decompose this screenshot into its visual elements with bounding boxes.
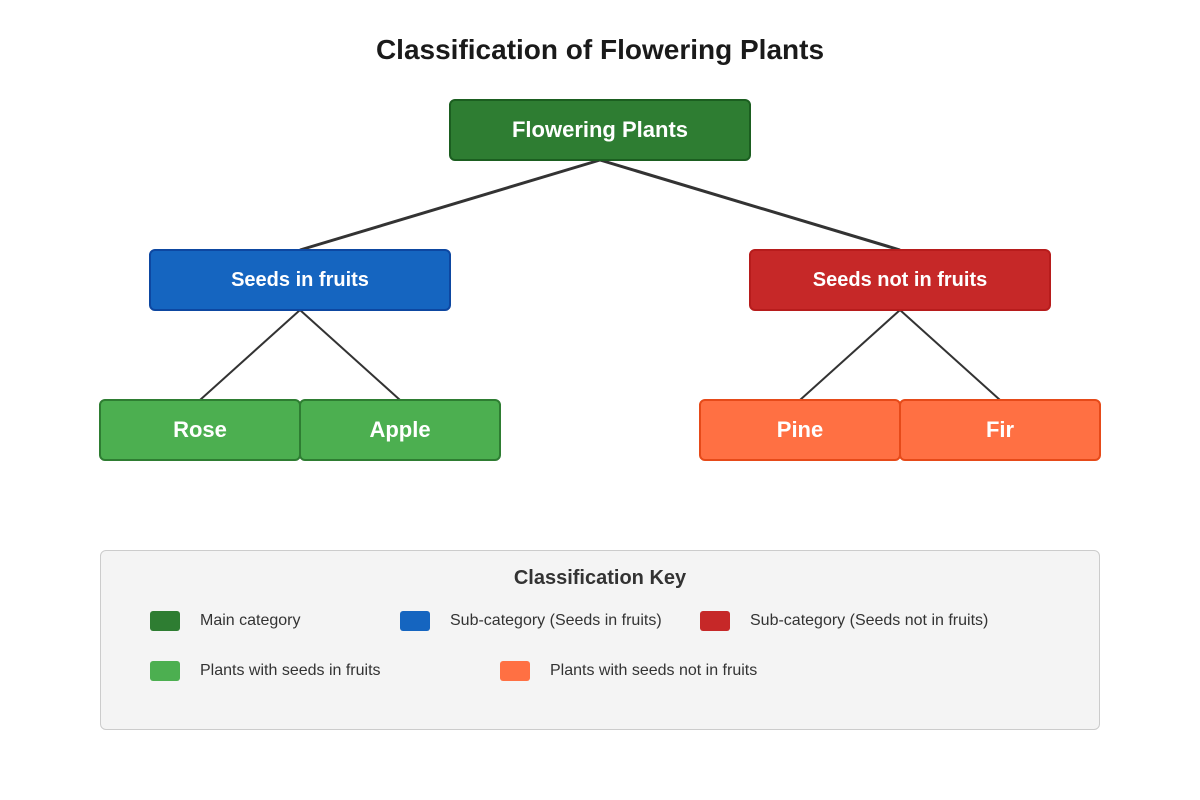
node-label: Rose <box>173 417 227 442</box>
connector-seeds-in-fruits-to-rose <box>199 309 301 401</box>
legend-title: Classification Key <box>513 567 687 589</box>
connector-root-to-seeds-in-fruits <box>299 158 601 252</box>
legend-item-main-category: Main category <box>150 611 301 631</box>
legend-item-sub-seeds-in-fruits: Sub-category (Seeds in fruits) <box>400 611 662 631</box>
node-label: Seeds in fruits <box>231 268 369 291</box>
node-pine: Pine <box>699 399 901 461</box>
legend-label: Main category <box>200 612 301 629</box>
legend-swatch <box>150 611 180 631</box>
node-seeds-not-in-fruits: Seeds not in fruits <box>749 249 1051 311</box>
legend-swatch <box>150 661 180 681</box>
diagram-title: Classification of Flowering Plants <box>375 34 825 65</box>
legend-item-plants-seeds-not-in-fruits: Plants with seeds not in fruits <box>500 661 757 681</box>
legend-swatch <box>700 611 730 631</box>
node-label: Flowering Plants <box>511 117 689 142</box>
legend-label: Plants with seeds not in fruits <box>550 662 758 679</box>
node-label: Pine <box>776 417 824 442</box>
connector-root-to-seeds-not-in-fruits <box>599 158 901 252</box>
node-label: Seeds not in fruits <box>812 268 988 291</box>
connector-seeds-not-in-fruits-to-pine <box>799 309 901 401</box>
classification-key: Classification Key Main category Sub-cat… <box>100 550 1100 730</box>
legend-swatch <box>400 611 430 631</box>
node-flowering-plants: Flowering Plants <box>449 99 751 161</box>
legend-item-plants-seeds-in-fruits: Plants with seeds in fruits <box>150 661 381 681</box>
connector-seeds-in-fruits-to-apple <box>299 309 401 401</box>
legend-label: Sub-category (Seeds not in fruits) <box>750 612 989 629</box>
node-label: Fir <box>985 417 1015 442</box>
node-label: Apple <box>369 417 431 442</box>
connector-seeds-not-in-fruits-to-fir <box>899 309 1001 401</box>
legend-swatch <box>500 661 530 681</box>
legend-item-sub-seeds-not-in-fruits: Sub-category (Seeds not in fruits) <box>700 611 988 631</box>
node-seeds-in-fruits: Seeds in fruits <box>149 249 451 311</box>
node-apple: Apple <box>299 399 501 461</box>
node-rose: Rose <box>99 399 301 461</box>
legend-label: Plants with seeds in fruits <box>200 662 381 679</box>
node-fir: Fir <box>899 399 1101 461</box>
legend-label: Sub-category (Seeds in fruits) <box>450 612 662 629</box>
